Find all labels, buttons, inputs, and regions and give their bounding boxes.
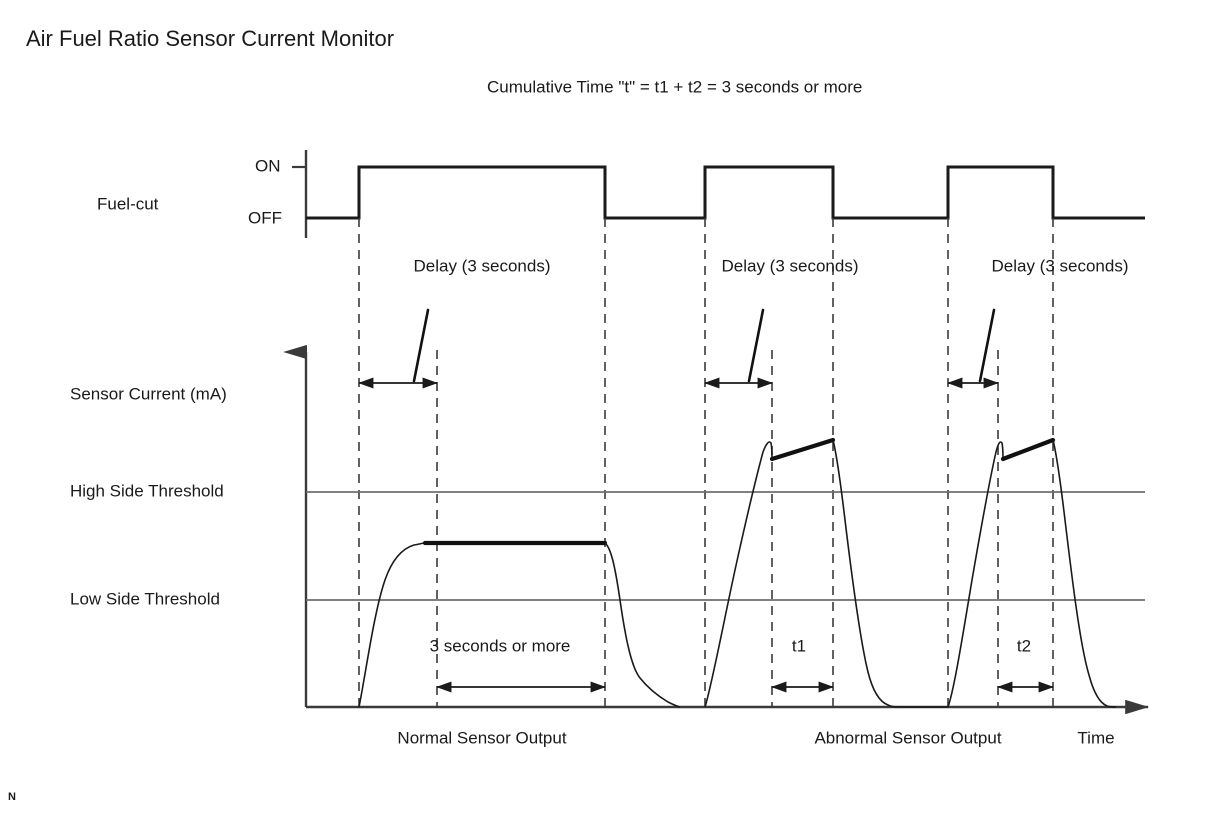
delay-dimension-3 [947, 308, 999, 389]
bottom-captions: Normal Sensor Output Abnormal Sensor Out… [397, 728, 1114, 747]
low-side-threshold-label: Low Side Threshold [70, 589, 220, 608]
page-title: Air Fuel Ratio Sensor Current Monitor [26, 26, 394, 51]
delay-label-2: Delay (3 seconds) [721, 256, 858, 275]
sensor-current-axis-label: Sensor Current (mA) [70, 384, 227, 403]
level-label-on: ON [255, 156, 281, 175]
three-seconds-or-more-label: 3 seconds or more [430, 636, 571, 655]
normal-trace-rising-edge [358, 542, 426, 708]
normal-sensor-output-caption: Normal Sensor Output [397, 728, 566, 747]
delay-label-1: Delay (3 seconds) [413, 256, 550, 275]
abnormal-trace-1-peak-segment [769, 437, 836, 462]
delay-leader-3 [978, 308, 996, 383]
delay-labels: Delay (3 seconds) Delay (3 seconds) Dela… [413, 256, 1128, 275]
delay-dimension-1 [358, 308, 438, 389]
fuel-cut-square-wave [306, 165, 1145, 220]
duration-annotations: 3 seconds or more t1 t2 [430, 636, 1054, 693]
abnormal-trace-2-peak-segment [1000, 437, 1056, 462]
delay-label-3: Delay (3 seconds) [991, 256, 1128, 275]
sensor-current-panel: Sensor Current (mA) High Side Threshold … [70, 344, 1150, 715]
time-axis-label: Time [1077, 728, 1114, 747]
delay-dimension-2 [704, 308, 773, 389]
level-label-off: OFF [248, 208, 282, 227]
high-side-threshold-label: High Side Threshold [70, 481, 224, 500]
delay-leader-1 [412, 308, 430, 383]
corner-mark: N [8, 791, 16, 803]
cumulative-time-note: Cumulative Time "t" = t1 + t2 = 3 second… [487, 77, 862, 96]
abnormal-trace-2-rising-edge [947, 441, 1004, 708]
abnormal-trace-2-falling-edge [1052, 439, 1117, 708]
fuel-cut-panel: Fuel-cut ON OFF [97, 150, 1145, 238]
abnormal-trace-1-falling-edge [832, 439, 948, 708]
abnormal-sensor-output-caption: Abnormal Sensor Output [814, 728, 1001, 747]
delay-leader-2 [747, 308, 765, 383]
t2-label: t2 [1017, 636, 1031, 655]
t1-label: t1 [792, 636, 806, 655]
abnormal-trace-1-rising-edge [704, 441, 773, 708]
event-guide-lines [358, 218, 1054, 707]
normal-trace-falling-edge [604, 542, 681, 708]
fuel-cut-row-label: Fuel-cut [97, 194, 159, 213]
